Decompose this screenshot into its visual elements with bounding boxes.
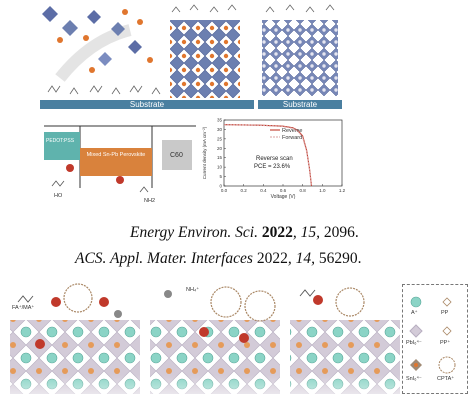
y-tick-label: 30 bbox=[217, 127, 223, 132]
x-tick-label: 0.0 bbox=[221, 188, 228, 193]
y-tick-label: 15 bbox=[217, 155, 223, 160]
x-tick-label: 1.0 bbox=[319, 188, 326, 193]
x-tick-label: 0.6 bbox=[280, 188, 287, 193]
scattered-octahedra bbox=[42, 6, 153, 82]
band-diagram: PEDOT:PSS Mixed Sn-Pb Perovskite C60 HO … bbox=[40, 118, 200, 210]
top-figure: Substrate Substrate PEDOT:PSS Mixed Sn-P… bbox=[30, 0, 350, 218]
c60-label: C60 bbox=[170, 152, 183, 159]
y-tick-label: 25 bbox=[217, 136, 223, 141]
x-axis-label: Voltage (V) bbox=[271, 194, 296, 200]
pedot-layer bbox=[44, 132, 80, 160]
legend: A⁺ PP PbI₆⁴⁻ PP⁺ SnI₆⁴⁻ CPTA⁺ bbox=[402, 284, 468, 394]
pedot-label: PEDOT:PSS bbox=[46, 138, 75, 144]
molecule-label-ho: HO bbox=[54, 193, 63, 199]
citation-2-volume: 14 bbox=[295, 250, 312, 267]
x-tick-label: 0.4 bbox=[260, 188, 267, 193]
x-tick-label: 0.2 bbox=[241, 188, 248, 193]
y-tick-label: 35 bbox=[217, 118, 223, 123]
molecules-left bbox=[47, 85, 161, 95]
citation-2-journal: ACS. Appl. Mater. Interfaces bbox=[75, 250, 253, 267]
annotation-pce: PCE = 23.6% bbox=[254, 164, 291, 170]
molecule-label-nh2: NH2 bbox=[144, 198, 156, 204]
legend-pp-plus-icon bbox=[442, 326, 452, 336]
legend-label-pp-plus: PP⁺ bbox=[440, 340, 451, 346]
legend-pbi-icon bbox=[409, 324, 423, 338]
perovskite-growth-graphic bbox=[42, 4, 338, 98]
y-tick-label: 5 bbox=[219, 174, 222, 179]
legend-label-forward: Forward bbox=[282, 135, 302, 141]
legend-a-cation-icon bbox=[410, 296, 422, 308]
perovskite-label: Mixed Sn-Pb Perovskite bbox=[86, 152, 146, 158]
legend-label-sni: SnI₆⁴⁻ bbox=[406, 376, 422, 382]
y-tick-label: 10 bbox=[217, 165, 223, 170]
substrate-bar-1: Substrate bbox=[40, 100, 254, 109]
ion-label-fa-ma: FA⁺/MA⁺ bbox=[12, 305, 35, 311]
citation-1-volume: 15 bbox=[300, 224, 317, 241]
citation-1: Energy Environ. Sci. 2022, 15, 2096. bbox=[130, 224, 359, 241]
citation-2-pages: 56290. bbox=[318, 250, 362, 267]
y-tick-label: 20 bbox=[217, 146, 223, 151]
citation-1-pages: 2096. bbox=[323, 224, 359, 241]
legend-label-pbi: PbI₆⁴⁻ bbox=[406, 340, 422, 346]
legend-cpta-icon bbox=[438, 356, 456, 374]
series-forward-line bbox=[223, 124, 313, 187]
x-tick-label: 0.8 bbox=[300, 188, 307, 193]
ion-label-nh4: NH₄⁺ bbox=[186, 287, 200, 293]
crystal-middle bbox=[170, 20, 240, 98]
y-tick-label: 0 bbox=[219, 184, 222, 189]
citation-2-year: 2022 bbox=[256, 250, 288, 267]
legend-label-pp: PP bbox=[441, 310, 449, 316]
crystal-right bbox=[262, 20, 338, 96]
bottom-figure: FA⁺/MA⁺ NH₄⁺ A⁺ PP PbI₆⁴⁻ PP⁺ SnI₆⁴⁻ CPT… bbox=[0, 280, 471, 397]
y-axis-label: Current density (mA cm⁻²) bbox=[202, 126, 207, 179]
x-tick-label: 1.2 bbox=[339, 188, 346, 193]
citation-1-journal: Energy Environ. Sci. bbox=[130, 224, 258, 241]
legend-label-reverse: Reverse bbox=[282, 128, 302, 134]
citation-2: ACS. Appl. Mater. Interfaces 2022, 14, 5… bbox=[75, 250, 362, 267]
substrate-bar-2: Substrate bbox=[258, 100, 342, 109]
citation-1-year: 2022 bbox=[261, 224, 293, 241]
legend-label-cpta: CPTA⁺ bbox=[437, 376, 455, 382]
perovskite-layer bbox=[80, 148, 152, 176]
jv-curve-chart: 0.0 0.2 0.4 0.6 0.8 1.0 1.2 0 5 10 15 20 25 30 35Volta… bbox=[202, 118, 346, 201]
legend-pp-icon bbox=[442, 297, 452, 307]
legend-label-a: A⁺ bbox=[411, 310, 418, 316]
c60-layer bbox=[162, 140, 192, 170]
lattice-graphic bbox=[0, 283, 405, 397]
annotation-reverse-scan: Reverse scan bbox=[256, 156, 293, 162]
